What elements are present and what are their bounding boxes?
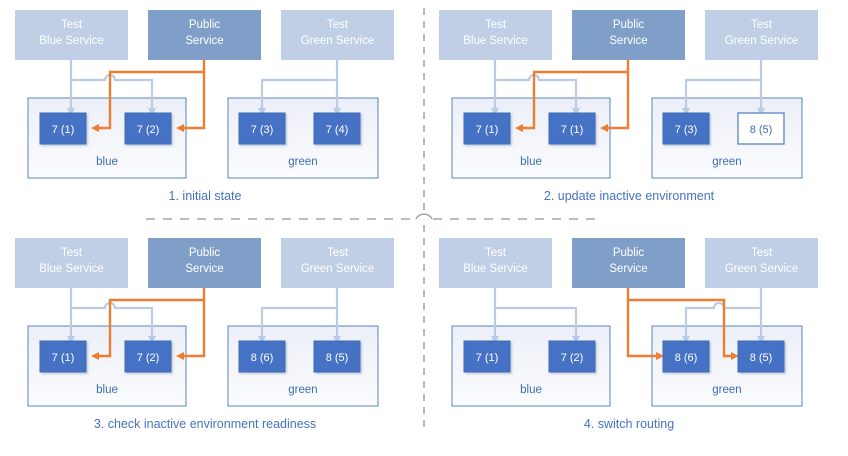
environment-name: green — [712, 156, 741, 168]
service-label-line2: Green Service — [301, 35, 375, 47]
pod-label: 8 (5) — [750, 352, 773, 364]
pod-label: 7 (1) — [52, 124, 75, 136]
panel-2-green-pod-2-pending[interactable]: 8 (5) — [737, 112, 785, 145]
panel-2-public-route-flow — [515, 60, 630, 132]
panel-3-caption: 3. check inactive environment readiness — [94, 417, 316, 431]
service-label-line1: Public — [189, 247, 221, 259]
panel-3-test-green-service[interactable]: Test Green Service — [281, 238, 394, 288]
service-label-line1: Test — [751, 247, 773, 259]
panel-3-blue-pod-1[interactable]: 7 (1) — [39, 340, 87, 373]
pod-label: 8 (5) — [326, 352, 349, 364]
panel-3-test-green-flow — [258, 288, 341, 344]
panel-2: Test Blue Service Public Service Test Gr… — [439, 10, 818, 203]
service-label-line2: Blue Service — [463, 35, 528, 47]
panel-2-test-green-service[interactable]: Test Green Service — [705, 10, 818, 60]
panel-1-green-pod-1[interactable]: 7 (3) — [238, 112, 286, 145]
divider-hop-arc — [415, 213, 433, 220]
environment-name: blue — [96, 156, 118, 168]
service-label-line1: Test — [61, 247, 83, 259]
service-label-line2: Green Service — [725, 35, 799, 47]
pod-label: 7 (2) — [561, 352, 584, 364]
pod-label: 7 (1) — [52, 352, 75, 364]
pod-label: 8 (5) — [750, 124, 773, 136]
service-label-line2: Service — [609, 263, 647, 275]
panel-2-blue-pod-2[interactable]: 7 (1) — [548, 112, 596, 145]
panel-4-green-pod-1[interactable]: 8 (6) — [662, 340, 710, 373]
panel-4-blue-pod-2[interactable]: 7 (2) — [548, 340, 596, 373]
panel-1-blue-pod-2[interactable]: 7 (2) — [124, 112, 172, 145]
panel-1-test-blue-service[interactable]: Test Blue Service — [15, 10, 128, 60]
service-label-line2: Blue Service — [39, 35, 104, 47]
service-label-line2: Service — [185, 35, 223, 47]
panel-4-test-green-service[interactable]: Test Green Service — [705, 238, 818, 288]
pod-label: 7 (1) — [476, 124, 499, 136]
pod-label: 7 (2) — [137, 352, 160, 364]
panel-1-public-service[interactable]: Public Service — [148, 10, 261, 60]
panel-4-public-service[interactable]: Public Service — [572, 238, 685, 288]
environment-name: green — [288, 156, 317, 168]
environment-name: blue — [96, 384, 118, 396]
service-label-line1: Test — [485, 247, 507, 259]
service-label-line1: Test — [61, 19, 83, 31]
environment-name: blue — [520, 384, 542, 396]
panel-1-green-pod-2[interactable]: 7 (4) — [313, 112, 361, 145]
panel-3-blue-pod-2[interactable]: 7 (2) — [124, 340, 172, 373]
pod-label: 8 (6) — [675, 352, 698, 364]
service-label-line2: Service — [609, 35, 647, 47]
service-label-line2: Blue Service — [39, 263, 104, 275]
service-label-line2: Green Service — [725, 263, 799, 275]
panel-1-blue-pod-1[interactable]: 7 (1) — [39, 112, 87, 145]
panel-4-public-route-flow — [626, 288, 739, 360]
panel-2-caption: 2. update inactive environment — [544, 189, 715, 203]
panel-2-test-blue-service[interactable]: Test Blue Service — [439, 10, 552, 60]
pod-label: 7 (1) — [476, 352, 499, 364]
panel-3-test-blue-service[interactable]: Test Blue Service — [15, 238, 128, 288]
panel-4-test-blue-service[interactable]: Test Blue Service — [439, 238, 552, 288]
panel-1-test-green-service[interactable]: Test Green Service — [281, 10, 394, 60]
panel-2-blue-pod-1[interactable]: 7 (1) — [463, 112, 511, 145]
service-label-line2: Service — [185, 263, 223, 275]
service-label-line1: Public — [613, 247, 645, 259]
panel-2-green-pod-1[interactable]: 7 (3) — [662, 112, 710, 145]
environment-name: green — [712, 384, 741, 396]
service-label-line1: Public — [189, 19, 221, 31]
pod-label: 7 (3) — [251, 124, 274, 136]
pod-label: 7 (3) — [675, 124, 698, 136]
panel-1: Test Blue Service Public Service Test Gr… — [15, 10, 394, 203]
panel-3-green-pod-1[interactable]: 8 (6) — [238, 340, 286, 373]
pod-label: 7 (4) — [326, 124, 349, 136]
environment-name: green — [288, 384, 317, 396]
pod-label: 8 (6) — [251, 352, 274, 364]
panel-4-green-pod-2[interactable]: 8 (5) — [737, 340, 785, 373]
panel-4-caption: 4. switch routing — [584, 417, 674, 431]
panel-1-test-green-flow — [258, 60, 341, 116]
panel-2-public-service[interactable]: Public Service — [572, 10, 685, 60]
service-label-line1: Test — [485, 19, 507, 31]
service-label-line2: Green Service — [301, 263, 375, 275]
panel-dividers — [146, 8, 600, 430]
pod-label: 7 (2) — [137, 124, 160, 136]
panel-4-blue-pod-1[interactable]: 7 (1) — [463, 340, 511, 373]
service-label-line1: Test — [327, 19, 349, 31]
panel-2-test-green-flow — [682, 60, 765, 116]
panel-3-public-route-flow — [91, 288, 206, 360]
service-label-line1: Public — [613, 19, 645, 31]
panel-3-green-pod-2[interactable]: 8 (5) — [313, 340, 361, 373]
panel-4-test-blue-flow — [491, 288, 580, 344]
service-label-line1: Test — [327, 247, 349, 259]
panel-4: Test Blue Service Public Service Test Gr… — [439, 238, 818, 431]
service-label-line2: Blue Service — [463, 263, 528, 275]
panel-1-public-route-flow — [91, 60, 206, 132]
panel-3-public-service[interactable]: Public Service — [148, 238, 261, 288]
environment-name: blue — [520, 156, 542, 168]
service-label-line1: Test — [751, 19, 773, 31]
panel-1-caption: 1. initial state — [169, 189, 242, 203]
panel-3: Test Blue Service Public Service Test Gr… — [15, 238, 394, 431]
pod-label: 7 (1) — [561, 124, 584, 136]
